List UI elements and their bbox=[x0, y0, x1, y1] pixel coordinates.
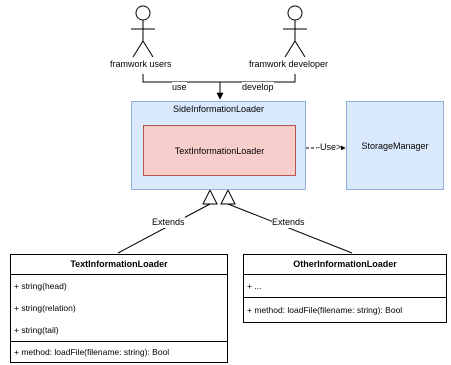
extends-line-left bbox=[117, 203, 211, 254]
other-class-title: OtherInformationLoader bbox=[244, 255, 446, 275]
other-class-method: + method: loadFile(filename: string): Bo… bbox=[244, 297, 446, 322]
other-class-field: + ... bbox=[247, 281, 262, 291]
text-information-loader-inner[interactable]: TextInformationLoader bbox=[143, 125, 296, 176]
text-class-field: + string(relation) bbox=[14, 303, 76, 313]
text-information-loader-class[interactable]: TextInformationLoader + string(head) + s… bbox=[10, 254, 228, 363]
extends-line-right bbox=[227, 203, 353, 254]
text-class-title: TextInformationLoader bbox=[11, 255, 227, 275]
actor-users-label: framwork users bbox=[110, 59, 172, 69]
extends-label-right: Extends bbox=[272, 217, 305, 228]
extends-arrowhead-right bbox=[220, 188, 236, 205]
edge-developer bbox=[220, 74, 296, 83]
text-class-method: + method: loadFile(filename: string): Bo… bbox=[11, 341, 227, 363]
actor-users-figure bbox=[131, 5, 155, 58]
text-class-field: + string(tail) bbox=[14, 325, 59, 335]
side-information-loader[interactable]: SideInformationLoader TextInformationLoa… bbox=[131, 101, 306, 190]
storage-manager[interactable]: StorageManager bbox=[346, 101, 444, 190]
extends-arrowhead-left bbox=[202, 188, 218, 205]
use-dependency-label: -Use> bbox=[317, 142, 342, 153]
edge-develop-label: develop bbox=[242, 82, 274, 93]
edge-use-label: use bbox=[172, 82, 187, 93]
edge-users bbox=[142, 74, 220, 83]
other-information-loader-class[interactable]: OtherInformationLoader + ... + method: l… bbox=[243, 254, 447, 323]
text-information-loader-inner-label: TextInformationLoader bbox=[174, 145, 265, 156]
side-information-loader-title: SideInformationLoader bbox=[172, 104, 265, 114]
text-class-field: + string(head) bbox=[14, 281, 67, 291]
storage-manager-label: StorageManager bbox=[361, 140, 429, 151]
extends-label-left: Extends bbox=[152, 217, 185, 228]
actor-developer-figure bbox=[283, 5, 307, 58]
actor-developer-label: framwork developer bbox=[249, 59, 329, 69]
